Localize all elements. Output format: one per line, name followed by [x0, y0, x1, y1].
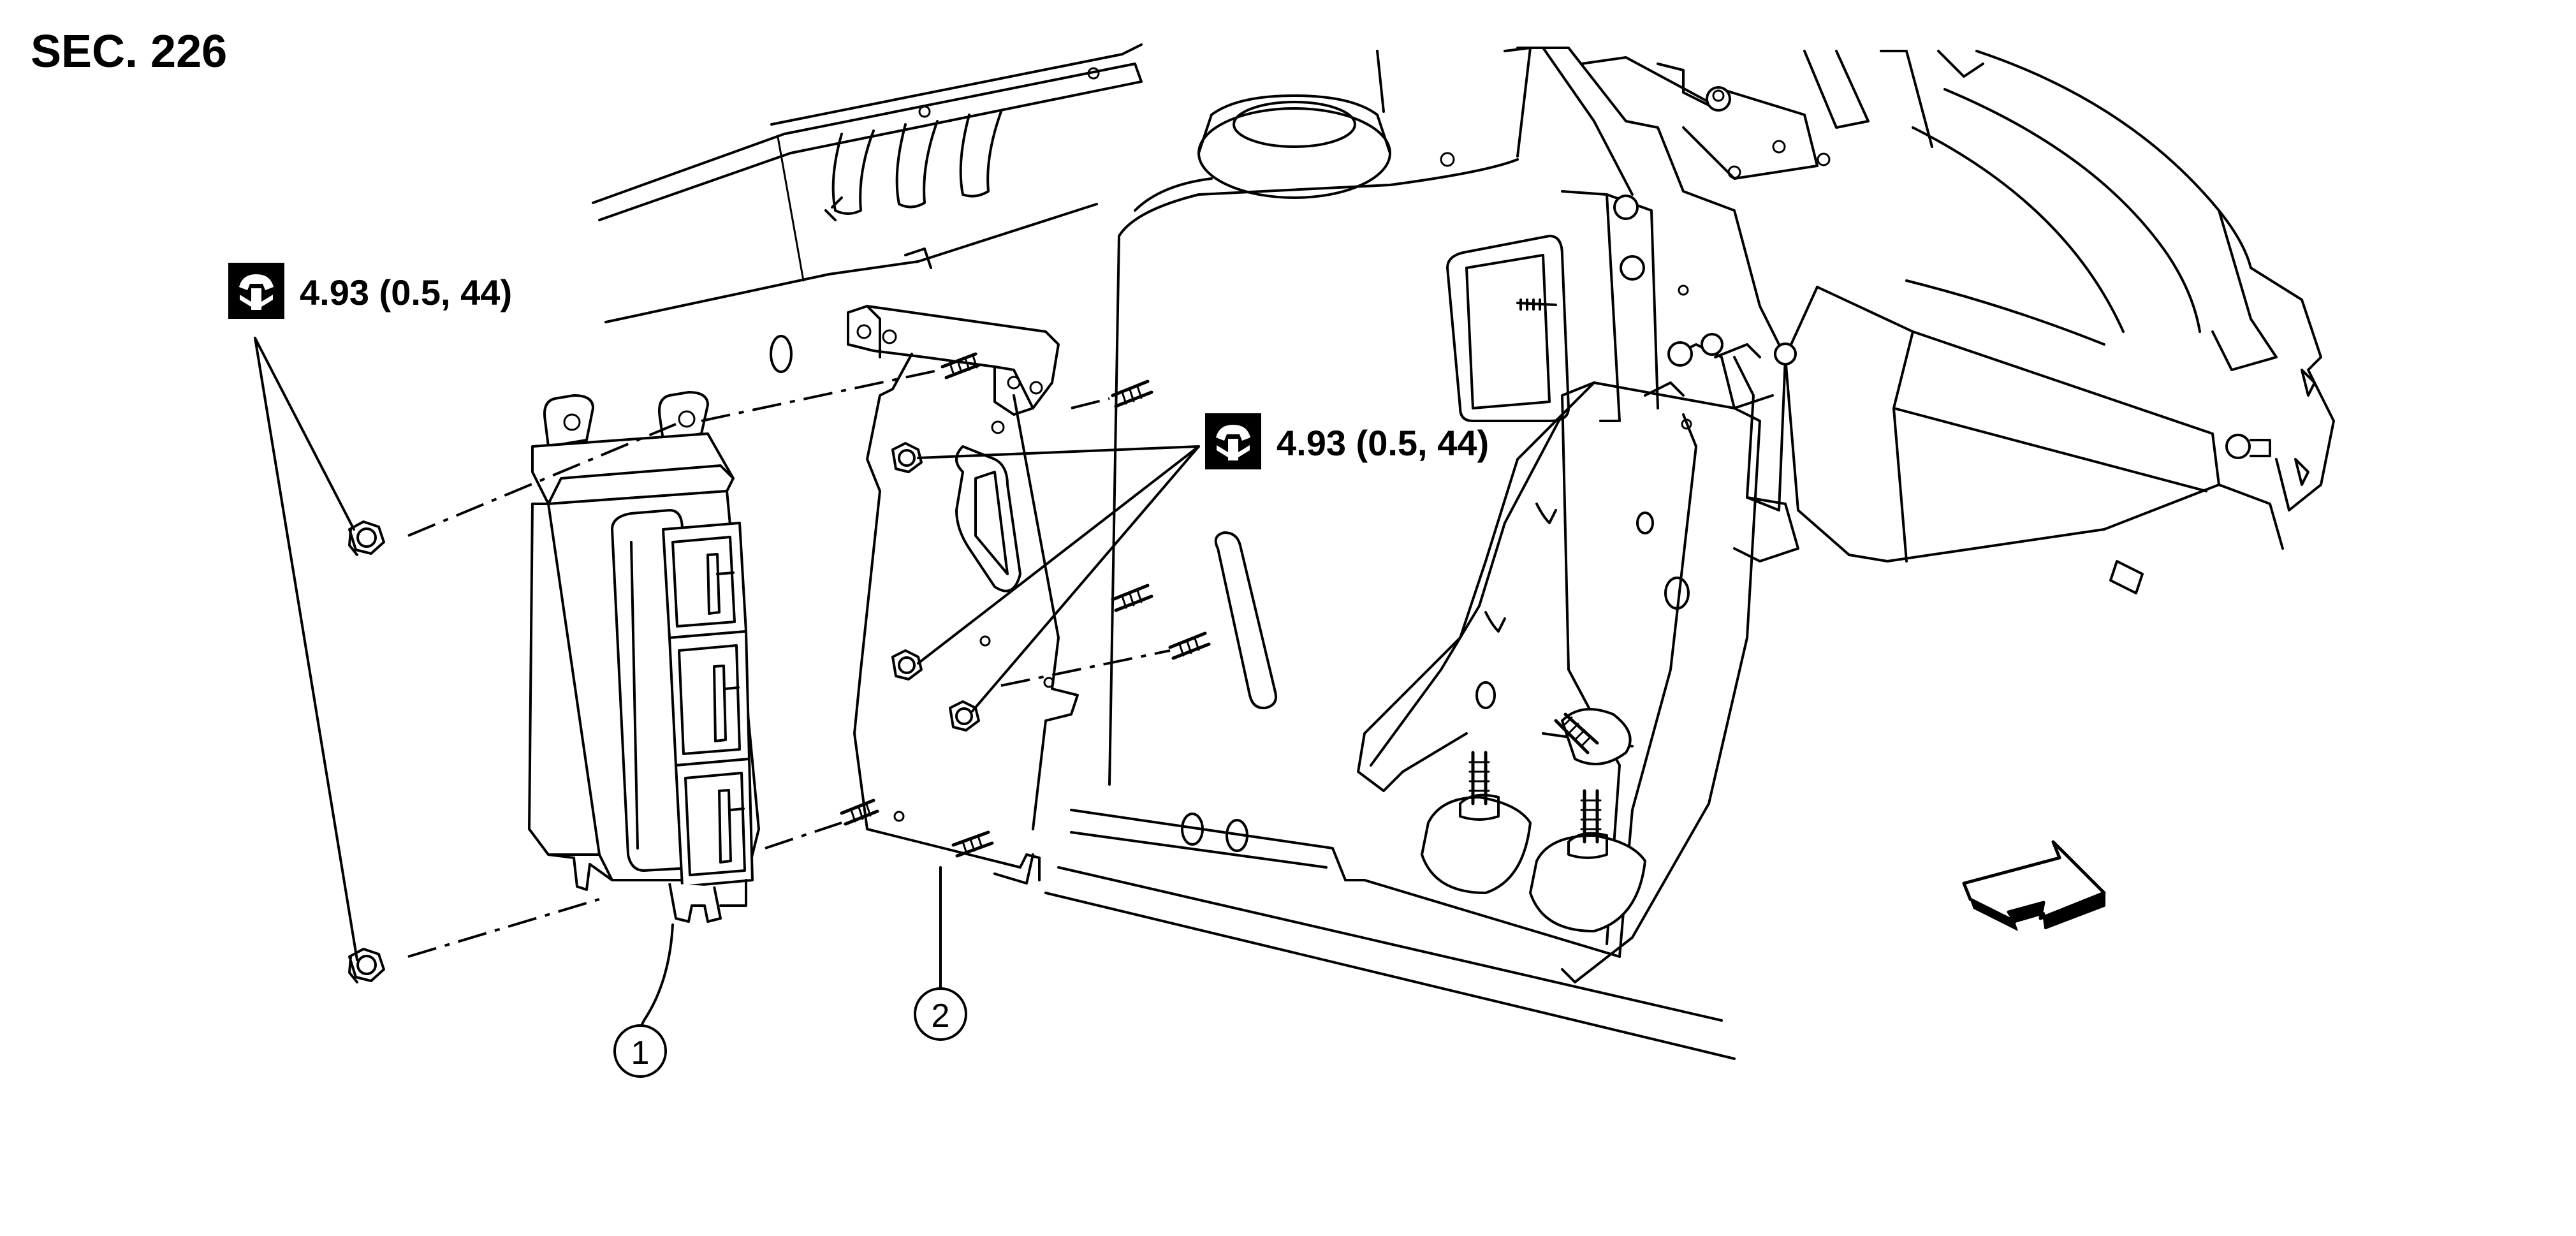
callout-part-1: 1 [613, 923, 674, 1078]
torque-wrench-icon [228, 263, 284, 319]
callout-part-1-number: 1 [631, 1034, 650, 1071]
torque-value-left: 4.93 (0.5, 44) [300, 272, 512, 313]
installation-guide-lines [407, 369, 1171, 958]
torque-spec-center: 4.93 (0.5, 44) [917, 413, 1489, 712]
bracket-stud [1168, 631, 1211, 660]
bracket-stud [951, 830, 994, 858]
bracket-stud [940, 352, 981, 379]
bracket-nut [891, 442, 923, 473]
vehicle-front-arrow-icon [1962, 840, 2106, 931]
bracket-nut [891, 649, 923, 681]
ecm-bracket [840, 305, 1211, 885]
bracket-stud [1111, 584, 1153, 612]
ecm-nut-lower [348, 948, 385, 983]
bracket-stud [840, 798, 879, 826]
ecm-unit [528, 391, 760, 923]
section-label: SEC. 226 [31, 26, 227, 77]
vehicle-body-structure [592, 43, 2335, 1060]
torque-wrench-icon [1205, 413, 1261, 469]
bracket-nut [949, 700, 980, 732]
ecm-nut-upper [348, 520, 385, 556]
callout-part-2: 2 [914, 866, 967, 1041]
bracket-stud [1111, 379, 1153, 408]
torque-value-center: 4.93 (0.5, 44) [1277, 423, 1489, 463]
callout-part-2-number: 2 [932, 997, 950, 1034]
torque-spec-left: 4.93 (0.5, 44) [228, 263, 512, 961]
